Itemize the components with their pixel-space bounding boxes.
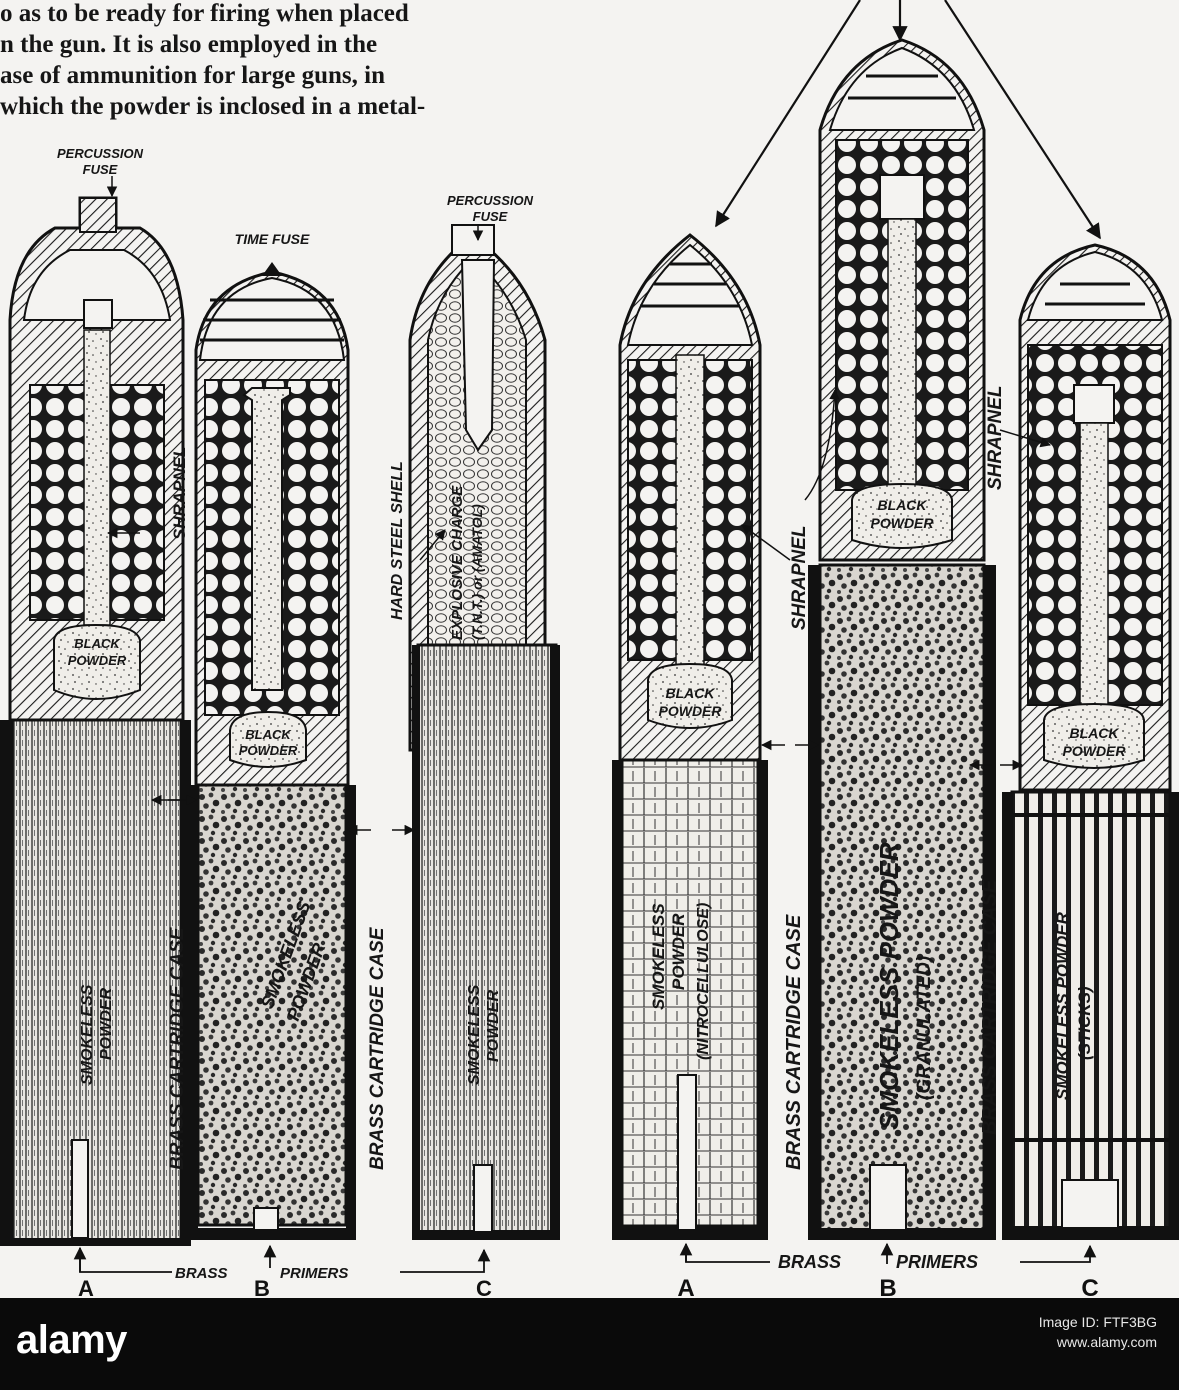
label-smokeless-right-a-2: POWDER [669,913,688,990]
text-line: which the powder is inclosed in a metal- [0,93,426,120]
arrow-steel [419,529,446,561]
label-smokeless-right-c: SMOKELESS POWDER [1053,911,1072,1100]
label-smokeless-right-a: SMOKELESS [649,903,668,1010]
label-primers-right: PRIMERS [896,1252,978,1272]
ammunition-figure: o as to be ready for firing when placed … [0,0,1179,1298]
arrow-shrapnel-right-c [999,429,1052,448]
label-primers-left: PRIMERS [280,1265,348,1282]
arrow-shrapnel-right-a [741,524,791,561]
label-shrapnel-right-c: SHRAPNEL [985,385,1006,490]
label-shrapnel: SHRAPNEL [170,446,189,540]
letter-left-b: B [254,1276,270,1298]
right-shell-c [1002,243,1179,1240]
label-black-powder-right-b: BLACK [878,497,928,513]
label-smokeless-a: SMOKELESS [79,984,96,1085]
left-shell-b [188,262,356,1240]
image-id-label: Image ID: FTF3BG [1038,1314,1157,1330]
text-line: n the gun. It is also employed in the [0,31,378,58]
right-shell-b [808,38,996,1240]
label-smokeless-c: SMOKELESS [466,984,483,1085]
stock-url: www.alamy.com [1056,1334,1157,1350]
label-smokeless-c-2: POWDER [485,990,502,1062]
label-shrapnel-right-a: SHRAPNEL [789,525,810,630]
letter-right-c: C [1081,1275,1098,1298]
primers-line-right-a [685,1246,770,1263]
label-smokeless-a-2: POWDER [98,988,115,1060]
shell-diagram: PERCUSSION FUSE TIME FUSE PERCUSSION FUS… [0,0,1179,1298]
arrow-top-left [715,0,861,228]
label-black-powder-right-b-2: POWDER [871,515,935,531]
label-brass-cartridge-case-right-1: BRASS CARTRIDGE CASE [783,914,805,1170]
label-percussion-fuse-a-2: FUSE [83,162,118,177]
left-shell-a [0,196,191,1246]
label-black-powder-a-2: POWDER [68,653,127,668]
label-black-powder-right-a-2: POWDER [659,703,723,719]
label-black-powder-right-c-2: POWDER [1063,743,1127,759]
arrow-top-right [944,0,1101,240]
text-line: ase of ammunition for large guns, in [0,62,385,89]
primers-arrow-right-c [1020,1244,1097,1263]
label-brass-cartridge-case-2: BRASS CARTRIDGE CASE [367,926,388,1170]
label-percussion-fuse-a: PERCUSSION [57,146,144,161]
stock-footer: alamy Image ID: FTF3BG www.alamy.com [0,1298,1179,1390]
label-black-powder-b-2: POWDER [239,743,298,758]
letter-left-c: C [476,1276,492,1298]
label-brass-cartridge-case-right-2: BRASS CARTRIDGE CASE [979,879,1001,1135]
label-percussion-fuse-c-2: FUSE [473,209,508,224]
label-black-powder-right-a: BLACK [666,685,716,701]
label-black-powder-b: BLACK [245,727,292,742]
label-time-fuse: TIME FUSE [235,231,310,247]
label-brass-primers-left: BRASS [175,1265,228,1282]
right-shell-a [612,233,768,1240]
label-smokeless-right-a-3: (NITROCELLULOSE) [695,903,712,1060]
label-black-powder-a: BLACK [74,636,121,651]
letter-right-a: A [677,1275,694,1298]
label-percussion-fuse-c: PERCUSSION [447,193,534,208]
primers-arrow-left-c [400,1248,491,1273]
text-line: o as to be ready for firing when placed [0,0,409,27]
label-hard-steel-shell: HARD STEEL SHELL [389,461,406,620]
label-brass-cartridge-case-1: BRASS CARTRIDGE CASE [167,926,188,1170]
label-smokeless-right-b: SMOKELESS POWDER [874,842,904,1130]
label-smokeless-right-c-2: (STICKS) [1075,986,1094,1060]
label-brass-primers-right: BRASS [778,1252,841,1272]
label-black-powder-right-c: BLACK [1070,725,1120,741]
stock-logo: alamy [16,1318,127,1362]
arrow-shrapnel-right-b [804,388,840,501]
left-shell-c [408,224,560,1240]
letter-left-a: A [78,1276,94,1298]
stock-id: Image ID: FTF3BG www.alamy.com [1039,1312,1157,1352]
letter-right-b: B [879,1275,896,1298]
primers-line-left-a [79,1258,172,1273]
label-explosive-charge: EXPLOSIVE CHARGE [449,485,466,640]
label-explosive-charge-2: (T.N.T.) or (AMATOL) [469,504,485,640]
label-smokeless-right-b-2: (GRANULATED) [914,956,935,1100]
